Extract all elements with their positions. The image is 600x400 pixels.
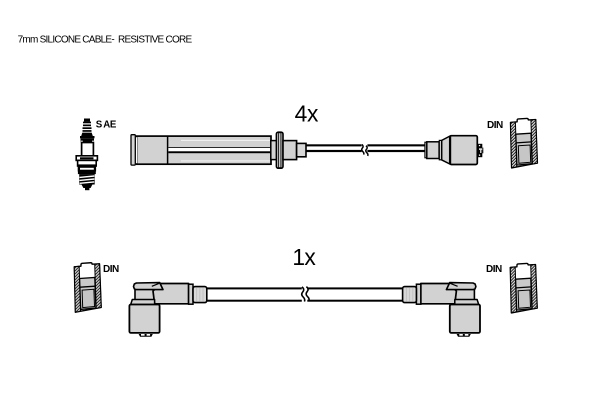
svg-text:4x: 4x (295, 101, 319, 127)
svg-text:DIN: DIN (486, 264, 502, 275)
svg-text:S: S (96, 119, 103, 130)
svg-text:DIN: DIN (487, 120, 503, 131)
svg-text:7mm SILICONE CABLE- RESISTIVE: 7mm SILICONE CABLE- RESISTIVE CORE (18, 35, 193, 46)
svg-text:AE: AE (103, 119, 117, 130)
svg-text:1x: 1x (292, 244, 316, 270)
svg-text:DIN: DIN (103, 264, 119, 275)
